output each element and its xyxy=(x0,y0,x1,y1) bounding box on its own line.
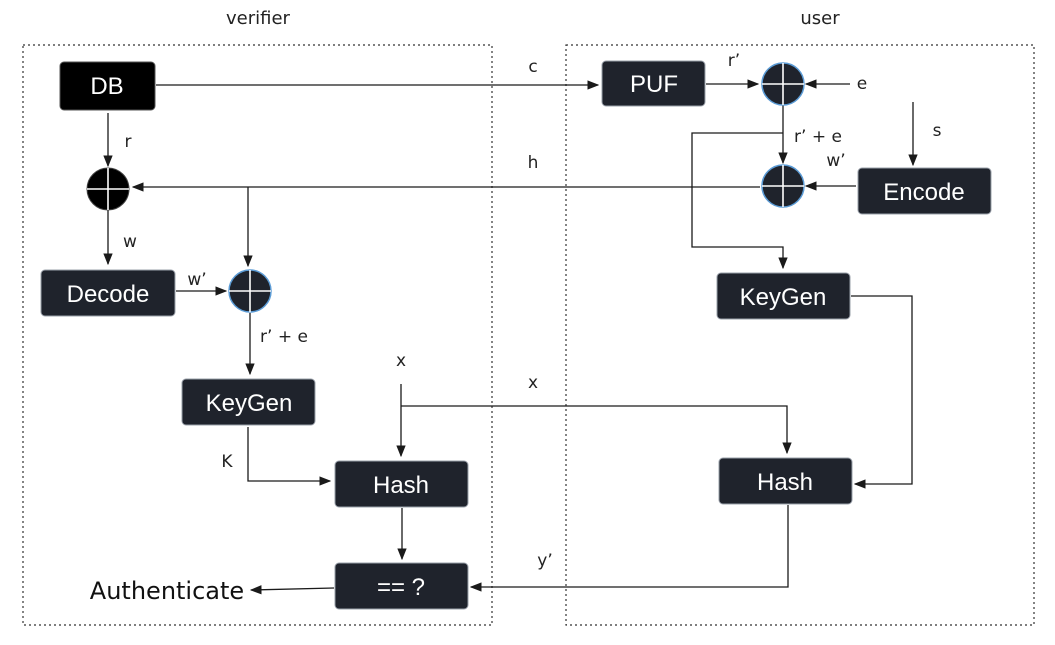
hash-verifier-label: Hash xyxy=(373,472,429,499)
label-e: e xyxy=(857,74,867,94)
xor-puf-e xyxy=(761,62,805,106)
hash-verifier-block: Hash xyxy=(334,460,469,508)
user-region xyxy=(565,44,1035,626)
keygen-verifier-block: KeyGen xyxy=(181,378,316,426)
wire-r-prime-e-keygen xyxy=(691,132,788,270)
label-y-prime: y’ xyxy=(537,551,552,571)
puf-block: PUF xyxy=(601,60,706,107)
keygen-user-block: KeyGen xyxy=(716,272,851,320)
encode-label: Encode xyxy=(883,179,964,206)
label-r-prime-plus-e-user: r’ + e xyxy=(794,127,842,147)
wire-keygen-user-hash xyxy=(851,295,913,489)
label-r: r xyxy=(125,132,132,152)
keygen-user-label: KeyGen xyxy=(740,284,827,311)
xor-user-h xyxy=(761,164,805,208)
label-h: h xyxy=(528,153,539,173)
compare-block: == ? xyxy=(334,562,469,610)
wire-x-user-hash xyxy=(401,405,792,455)
puf-label: PUF xyxy=(630,71,678,98)
label-w: w xyxy=(123,232,137,252)
label-s: s xyxy=(933,121,942,141)
label-c: c xyxy=(528,57,537,77)
wire-y-prime xyxy=(469,505,789,592)
xor-verifier-decode xyxy=(228,269,272,313)
verifier-region xyxy=(22,44,493,626)
authenticate-output: Authenticate xyxy=(90,577,244,605)
keygen-verifier-label: KeyGen xyxy=(206,390,293,417)
wire-keygen-hash xyxy=(247,427,332,486)
label-k: K xyxy=(221,452,233,472)
encode-block: Encode xyxy=(857,167,992,215)
user-title: user xyxy=(800,8,840,29)
verifier-title: verifier xyxy=(226,8,291,29)
xor-verifier-db xyxy=(86,167,130,211)
compare-label: == ? xyxy=(377,574,425,601)
label-r-prime-top: r’ xyxy=(728,51,740,71)
decode-label: Decode xyxy=(67,281,150,308)
label-w-prime-user: w’ xyxy=(826,151,845,171)
hash-user-block: Hash xyxy=(718,457,853,505)
label-r-prime-plus-e-verifier: r’ + e xyxy=(260,327,308,347)
db-label: DB xyxy=(90,73,123,100)
wires xyxy=(103,79,918,595)
decode-block: Decode xyxy=(40,269,176,317)
label-w-prime-verifier: w’ xyxy=(187,270,206,290)
db-block: DB xyxy=(59,61,156,111)
label-x-link: x xyxy=(528,373,538,393)
label-x-verifier: x xyxy=(396,351,406,371)
hash-user-label: Hash xyxy=(757,469,813,496)
wire-authenticate xyxy=(249,585,335,595)
